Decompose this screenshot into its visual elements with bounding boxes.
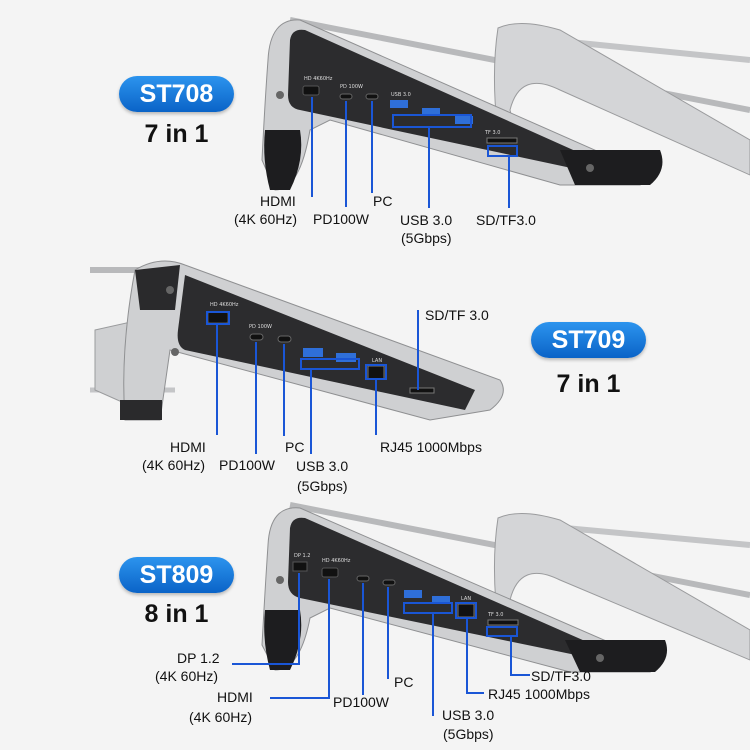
rj45-label-709: RJ45 1000Mbps xyxy=(380,439,482,455)
dp-callout-hline-809 xyxy=(232,663,300,665)
usb-callout-line-709 xyxy=(310,370,312,454)
sd-port-print-809: TF 3.0 xyxy=(488,612,504,618)
pc-callout-line-809 xyxy=(387,587,389,679)
hdmi-resolution: (4K 60Hz) xyxy=(234,211,298,227)
usb-callout-line xyxy=(428,128,430,208)
hdmi-label-809: HDMI xyxy=(217,689,253,705)
usb-callout-line-809 xyxy=(432,614,434,716)
hdmi-resolution-809: (4K 60Hz) xyxy=(189,709,253,725)
st709-stand-illustration xyxy=(90,260,504,421)
usb-speed-809: (5Gbps) xyxy=(443,726,494,742)
st709-model-badge: ST709 xyxy=(531,322,646,358)
lan-port-print-809: LAN xyxy=(461,596,472,602)
usb-callout-box-809 xyxy=(403,602,453,614)
usb-speed-709: (5Gbps) xyxy=(297,478,348,494)
sd-callout-box xyxy=(487,145,518,157)
st809-model-badge: ST809 xyxy=(119,557,234,593)
pd-callout-line xyxy=(345,101,347,207)
st708-ports-count: 7 in 1 xyxy=(144,120,209,148)
st809-section: DP 1.2 HD 4K60Hz LAN TF 3.0 ST809 8 in 1… xyxy=(0,500,750,750)
sd-callout-hline-809 xyxy=(510,674,530,676)
hdmi-callout-line-709 xyxy=(216,325,218,435)
pd-callout-line-709 xyxy=(255,342,257,454)
pc-label-809: PC xyxy=(394,674,414,690)
pc-label: PC xyxy=(373,193,393,209)
hdmi-port-print: HD 4K60Hz xyxy=(304,76,333,82)
hdmi-label: HDMI xyxy=(260,193,296,209)
sd-callout-line-709 xyxy=(417,310,419,390)
rj45-label-809: RJ45 1000Mbps xyxy=(488,686,590,702)
usb-callout-box xyxy=(392,114,472,128)
usb-label: USB 3.0 xyxy=(400,212,453,228)
pd-port-print: PD 100W xyxy=(340,84,363,90)
st708-section: HD 4K60Hz PD 100W USB 3.0 TF 3.0 ST708 7… xyxy=(0,0,750,250)
dp-resolution-809: (4K 60Hz) xyxy=(155,668,219,684)
rj45-callout-box-709 xyxy=(365,364,387,380)
hdmi-callout-box-709 xyxy=(206,311,230,325)
hdmi-callout-line-809 xyxy=(328,579,330,699)
rj45-callout-hline-809 xyxy=(466,692,484,694)
usb-speed: (5Gbps) xyxy=(401,230,452,246)
hdmi-callout-hline-809 xyxy=(270,697,330,699)
lan-port-print-709: LAN xyxy=(372,358,383,364)
pc-label-709: PC xyxy=(285,439,305,455)
usb-port-print: USB 3.0 xyxy=(391,92,411,98)
dp-label-809: DP 1.2 xyxy=(177,650,220,666)
sd-label-709: SD/TF 3.0 xyxy=(425,307,489,323)
st809-ports-count: 8 in 1 xyxy=(144,600,209,628)
sd-label: SD/TF3.0 xyxy=(476,212,536,228)
rj45-callout-line-809 xyxy=(466,619,468,693)
dp-callout-line-809 xyxy=(298,573,300,665)
pd-port-print-709: PD 100W xyxy=(249,324,272,330)
usb-callout-box-709 xyxy=(300,358,360,370)
st708-model-badge: ST708 xyxy=(119,76,234,112)
sd-label-809: SD/TF3.0 xyxy=(531,668,591,684)
st709-section: HD 4K60Hz PD 100W LAN ST709 7 in 1 SD/TF… xyxy=(0,250,750,500)
rj45-callout-box-809 xyxy=(455,602,477,619)
hdmi-callout-line xyxy=(311,97,313,197)
rj45-callout-line-709 xyxy=(375,380,377,435)
pd-label-809: PD100W xyxy=(333,694,390,710)
hdmi-port-print-709: HD 4K60Hz xyxy=(210,302,239,308)
usb-label-709: USB 3.0 xyxy=(296,458,349,474)
pd-label: PD100W xyxy=(313,211,370,227)
pc-callout-line-709 xyxy=(283,344,285,436)
pd-label-709: PD100W xyxy=(219,457,276,473)
pd-callout-line-809 xyxy=(362,583,364,695)
st708-stand-illustration xyxy=(261,17,750,191)
sd-callout-line-809 xyxy=(510,637,512,675)
hdmi-port-print-809: HD 4K60Hz xyxy=(322,558,351,564)
sd-callout-line xyxy=(508,157,510,208)
st709-ports-count: 7 in 1 xyxy=(556,370,621,398)
sd-callout-box-809 xyxy=(486,626,518,637)
pc-callout-line xyxy=(371,101,373,193)
hdmi-resolution-709: (4K 60Hz) xyxy=(142,457,206,473)
usb-label-809: USB 3.0 xyxy=(442,707,495,723)
dp-port-print-809: DP 1.2 xyxy=(294,553,311,559)
st809-stand-illustration xyxy=(261,502,750,673)
hdmi-label-709: HDMI xyxy=(170,439,206,455)
sd-port-print: TF 3.0 xyxy=(485,130,501,136)
